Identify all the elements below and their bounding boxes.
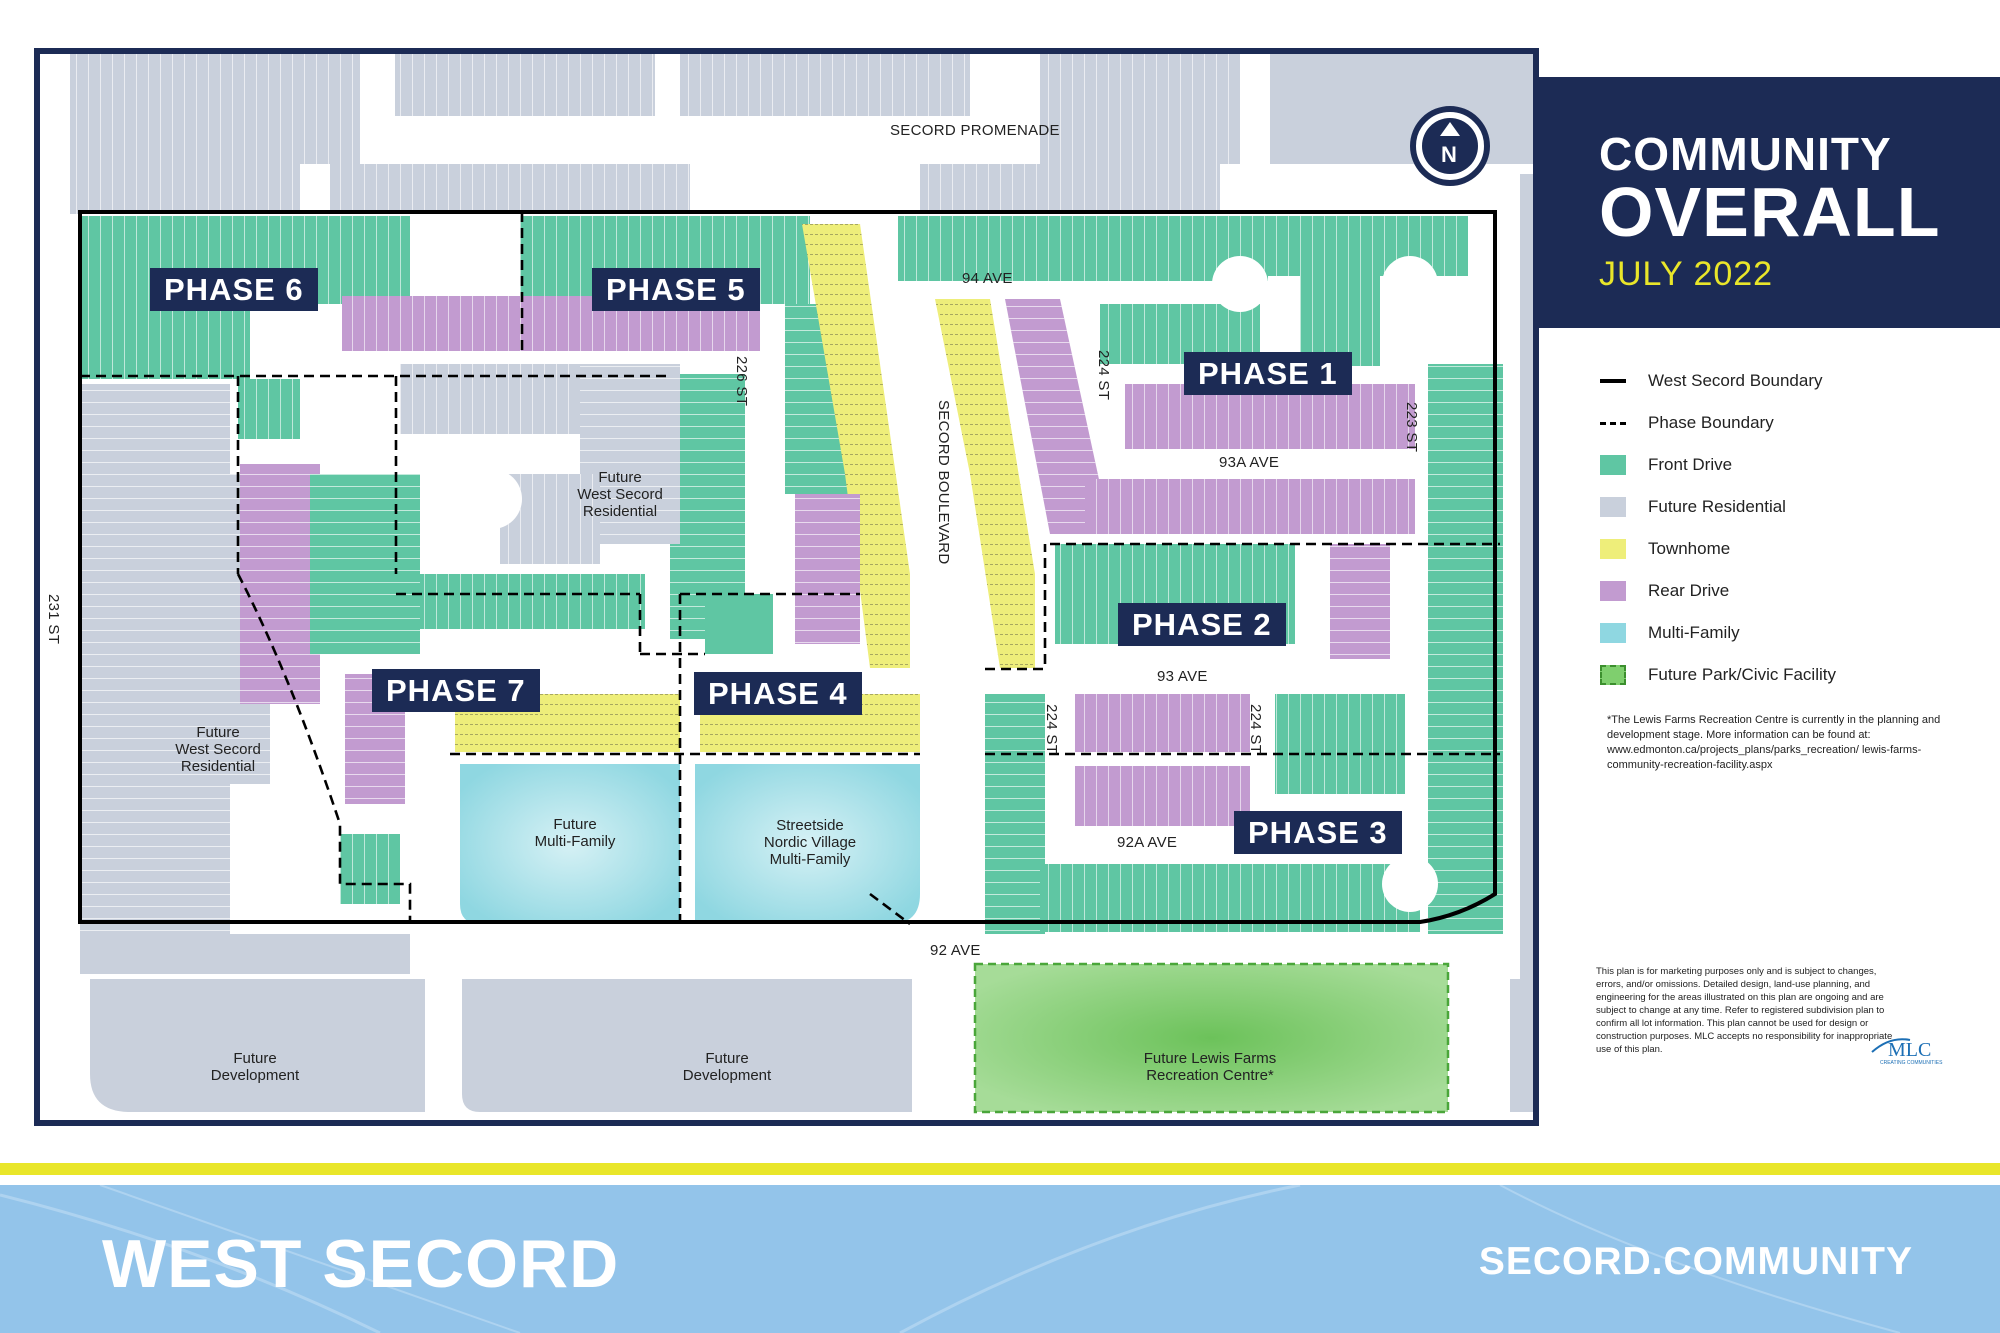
rec-centre-note: *The Lewis Farms Recreation Centre is cu… (1607, 714, 1941, 771)
phase6-lots (80, 216, 542, 439)
site-plan-drawing (40, 54, 1533, 1120)
phase-5-label: PHASE 5 (592, 268, 760, 311)
palm-leaf-decoration (0, 1185, 1901, 1333)
street-93a-ave: 93A AVE (1219, 454, 1280, 471)
legend-item-phase-boundary: Phase Boundary (1600, 402, 1836, 444)
street-226-st: 226 ST (733, 356, 750, 407)
area-future-development-centre: Future Development (682, 1050, 772, 1084)
street-secord-boulevard: SECORD BOULEVARD (935, 400, 952, 565)
legend-item-park: Future Park/Civic Facility (1600, 654, 1836, 696)
map-legend: West Secord Boundary Phase Boundary Fron… (1600, 360, 1836, 696)
footer-banner: WEST SECORD SECORD.COMMUNITY (0, 1185, 2000, 1333)
rear-drive-swatch (1600, 581, 1626, 601)
street-223-st: 223 ST (1403, 402, 1420, 453)
mlc-logo: MLC CREATING COMMUNITIES (1871, 1038, 1943, 1066)
townhome-lots (455, 224, 1035, 752)
future-rec-centre-parcel (973, 962, 1450, 1114)
legend-item-front-drive: Front Drive (1600, 444, 1836, 486)
phase-6-label: PHASE 6 (150, 268, 318, 311)
phase-2-label: PHASE 2 (1118, 603, 1286, 646)
park-swatch (1600, 665, 1626, 685)
north-future-residential (70, 54, 1533, 1004)
phase-boundaries (80, 212, 1500, 926)
street-94-ave: 94 AVE (962, 270, 1013, 287)
site-map: N PHASE 6 PHASE 5 PHASE 1 PHASE 2 PHASE … (34, 48, 1539, 1126)
brand-name: WEST SECORD (102, 1226, 620, 1302)
legend-item-rear-drive: Rear Drive (1600, 570, 1836, 612)
phase-3-label: PHASE 3 (1234, 811, 1402, 854)
street-secord-promenade: SECORD PROMENADE (890, 122, 1060, 139)
title-line-1: COMMUNITY (1599, 128, 1892, 180)
solid-line-icon (1600, 379, 1626, 383)
title-date: JULY 2022 (1599, 255, 1774, 293)
svg-text:CREATING COMMUNITIES: CREATING COMMUNITIES (1880, 1060, 1943, 1066)
accent-band (0, 1163, 2000, 1175)
street-224-st-north: 224 ST (1095, 350, 1112, 401)
street-92-ave: 92 AVE (930, 942, 981, 959)
legend-item-future-residential: Future Residential (1600, 486, 1836, 528)
north-arrow-icon (1410, 106, 1490, 186)
phase7-lots (80, 364, 680, 974)
svg-text:MLC: MLC (1888, 1039, 1931, 1061)
area-future-west-secord-residential-2: Future West Secord Residential (175, 724, 261, 775)
area-future-west-secord-residential-1: Future West Secord Residential (577, 469, 663, 520)
area-future-rec-centre: Future Lewis Farms Recreation Centre* (1143, 1050, 1277, 1084)
street-231-st: 231 ST (45, 594, 62, 645)
phase-7-label: PHASE 7 (372, 669, 540, 712)
north-arrow-letter: N (1441, 142, 1458, 167)
legend-item-multi-family: Multi-Family (1600, 612, 1836, 654)
legend-item-boundary: West Secord Boundary (1600, 360, 1836, 402)
legend-item-townhome: Townhome (1600, 528, 1836, 570)
street-93-ave: 93 AVE (1157, 668, 1208, 685)
title-panel: COMMUNITY OVERALL JULY 2022 (1534, 77, 2000, 328)
townhome-swatch (1600, 539, 1626, 559)
area-future-multi-family: Future Multi-Family (534, 816, 616, 850)
streetside-parcel (695, 764, 920, 924)
street-224-st-left: 224 ST (1043, 704, 1060, 755)
area-future-development-west: Future Development (210, 1050, 300, 1084)
phase-4-label: PHASE 4 (694, 672, 862, 715)
street-224-st-right: 224 ST (1247, 704, 1264, 755)
area-streetside-nordic-village: Streetside Nordic Village Multi-Family (763, 817, 857, 868)
disclaimer-text: This plan is for marketing purposes only… (1596, 966, 1893, 1055)
future-multi-family-parcel (460, 764, 680, 924)
dashed-line-icon (1600, 421, 1626, 425)
phase4-lots (705, 494, 860, 654)
front-drive-swatch (1600, 455, 1626, 475)
phase-1-label: PHASE 1 (1184, 352, 1352, 395)
phase1-lots (898, 216, 1503, 934)
multi-family-swatch (1600, 623, 1626, 643)
future-development-centre (462, 979, 912, 1112)
future-residential-swatch (1600, 497, 1626, 517)
website-link[interactable]: SECORD.COMMUNITY (1478, 1240, 1913, 1283)
title-line-2: OVERALL (1599, 173, 1941, 251)
street-92a-ave: 92A AVE (1117, 834, 1178, 851)
future-development-west (90, 979, 425, 1112)
